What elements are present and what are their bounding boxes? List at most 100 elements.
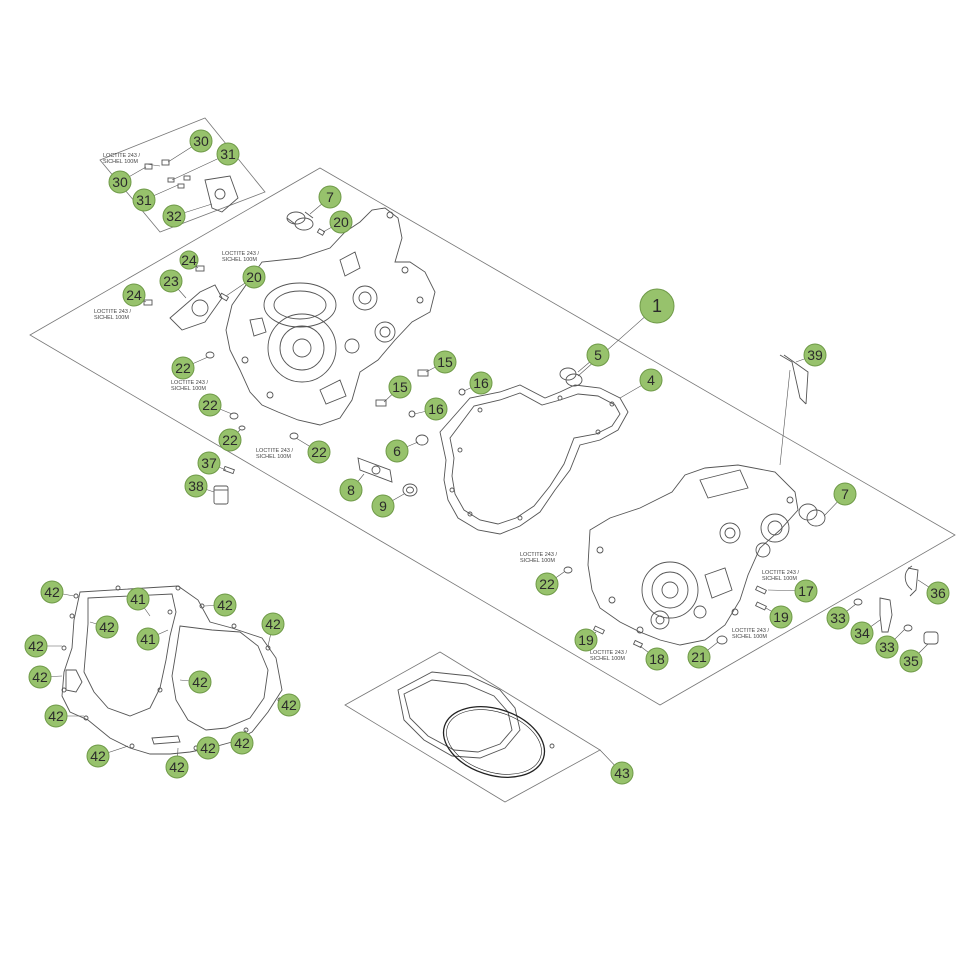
- callout-9[interactable]: 9: [371, 494, 395, 518]
- callout-15[interactable]: 15: [388, 375, 412, 399]
- loctite-note-5a: LOCTITE 243 /: [256, 448, 293, 454]
- callout-42[interactable]: 42: [188, 670, 212, 694]
- svg-text:22: 22: [311, 444, 327, 460]
- callout-42[interactable]: 42: [165, 755, 189, 779]
- callout-19[interactable]: 19: [574, 628, 598, 652]
- gasket-set: [397, 671, 555, 778]
- callout-42[interactable]: 42: [28, 665, 52, 689]
- callout-43[interactable]: 43: [610, 761, 634, 785]
- callout-15[interactable]: 15: [433, 350, 457, 374]
- loctite-note-2a: LOCTITE 243 /: [222, 251, 259, 257]
- callout-42[interactable]: 42: [86, 744, 110, 768]
- svg-text:8: 8: [347, 482, 355, 498]
- callout-1[interactable]: 1: [639, 288, 675, 324]
- callout-41[interactable]: 41: [136, 627, 160, 651]
- svg-text:33: 33: [879, 639, 895, 655]
- callout-24[interactable]: 24: [179, 250, 199, 270]
- callout-22[interactable]: 22: [198, 393, 222, 417]
- callout-42[interactable]: 42: [230, 731, 254, 755]
- callout-20[interactable]: 20: [242, 265, 266, 289]
- svg-text:6: 6: [393, 443, 401, 459]
- loctite-notes: LOCTITE 243 / SICHEL 100M LOCTITE 243 / …: [94, 153, 799, 662]
- loctite-note-1b: SICHEL 100M: [103, 159, 138, 165]
- left-crankcase-half: [225, 207, 436, 426]
- callout-21[interactable]: 21: [687, 645, 711, 669]
- callout-31[interactable]: 31: [132, 188, 156, 212]
- svg-text:21: 21: [691, 649, 707, 665]
- callout-32[interactable]: 32: [162, 204, 186, 228]
- right-crankcase-half: [587, 464, 799, 646]
- loctite-note-6a: LOCTITE 243 /: [520, 552, 557, 558]
- svg-text:30: 30: [193, 133, 209, 149]
- svg-text:15: 15: [437, 354, 453, 370]
- callout-38[interactable]: 38: [184, 474, 208, 498]
- callout-16[interactable]: 16: [424, 397, 448, 421]
- part-callouts: 30 31 30 31 32 7 20 24 23 20 24 1 39 5 1…: [24, 129, 950, 785]
- callout-33[interactable]: 33: [826, 606, 850, 630]
- loctite-note-6b: SICHEL 100M: [520, 558, 555, 564]
- svg-text:9: 9: [379, 498, 387, 514]
- callout-23[interactable]: 23: [159, 269, 183, 293]
- svg-text:16: 16: [473, 375, 489, 391]
- loctite-note-8b: SICHEL 100M: [732, 634, 767, 640]
- callout-22[interactable]: 22: [307, 440, 331, 464]
- svg-text:36: 36: [930, 585, 946, 601]
- callout-24[interactable]: 24: [122, 283, 146, 307]
- callout-20[interactable]: 20: [329, 210, 353, 234]
- center-gasket: [439, 384, 629, 535]
- gasket-set-frame: [344, 651, 601, 803]
- callout-42[interactable]: 42: [261, 612, 285, 636]
- callout-22[interactable]: 22: [218, 428, 242, 452]
- callout-6[interactable]: 6: [385, 439, 409, 463]
- callout-33[interactable]: 33: [875, 635, 899, 659]
- callout-8[interactable]: 8: [339, 478, 363, 502]
- callout-22[interactable]: 22: [535, 572, 559, 596]
- callout-4[interactable]: 4: [639, 368, 663, 392]
- callout-39[interactable]: 39: [803, 343, 827, 367]
- outer-gasket: [61, 585, 283, 755]
- callout-42[interactable]: 42: [44, 704, 68, 728]
- svg-text:4: 4: [647, 372, 655, 388]
- loctite-note-9a: LOCTITE 243 /: [590, 650, 627, 656]
- svg-text:41: 41: [140, 631, 156, 647]
- callout-41[interactable]: 41: [126, 587, 150, 611]
- callout-30[interactable]: 30: [108, 170, 132, 194]
- loctite-note-3a: LOCTITE 243 /: [94, 309, 131, 315]
- svg-text:42: 42: [234, 735, 250, 751]
- callout-19[interactable]: 19: [769, 605, 793, 629]
- svg-text:39: 39: [807, 347, 823, 363]
- loctite-note-4b: SICHEL 100M: [171, 386, 206, 392]
- svg-text:37: 37: [201, 455, 217, 471]
- callout-7[interactable]: 7: [318, 185, 342, 209]
- callout-42[interactable]: 42: [40, 580, 64, 604]
- svg-text:31: 31: [220, 146, 236, 162]
- loctite-note-4a: LOCTITE 243 /: [171, 380, 208, 386]
- svg-text:42: 42: [28, 638, 44, 654]
- callout-36[interactable]: 36: [926, 581, 950, 605]
- callout-42[interactable]: 42: [213, 593, 237, 617]
- loctite-note-3b: SICHEL 100M: [94, 315, 129, 321]
- callout-42[interactable]: 42: [24, 634, 48, 658]
- callout-16[interactable]: 16: [469, 371, 493, 395]
- svg-text:1: 1: [652, 296, 662, 316]
- svg-text:42: 42: [48, 708, 64, 724]
- callout-18[interactable]: 18: [645, 647, 669, 671]
- callout-35[interactable]: 35: [899, 649, 923, 673]
- callout-42[interactable]: 42: [196, 736, 220, 760]
- callout-22[interactable]: 22: [171, 356, 195, 380]
- callout-5[interactable]: 5: [586, 343, 610, 367]
- svg-text:19: 19: [773, 609, 789, 625]
- callout-30[interactable]: 30: [189, 129, 213, 153]
- svg-text:22: 22: [222, 432, 238, 448]
- callout-7[interactable]: 7: [833, 482, 857, 506]
- callout-42[interactable]: 42: [95, 615, 119, 639]
- callout-37[interactable]: 37: [197, 451, 221, 475]
- callout-17[interactable]: 17: [794, 579, 818, 603]
- callout-42[interactable]: 42: [277, 693, 301, 717]
- svg-text:42: 42: [32, 669, 48, 685]
- loctite-note-1a: LOCTITE 243 /: [103, 153, 140, 159]
- svg-text:35: 35: [903, 653, 919, 669]
- callout-34[interactable]: 34: [850, 621, 874, 645]
- callout-31[interactable]: 31: [216, 142, 240, 166]
